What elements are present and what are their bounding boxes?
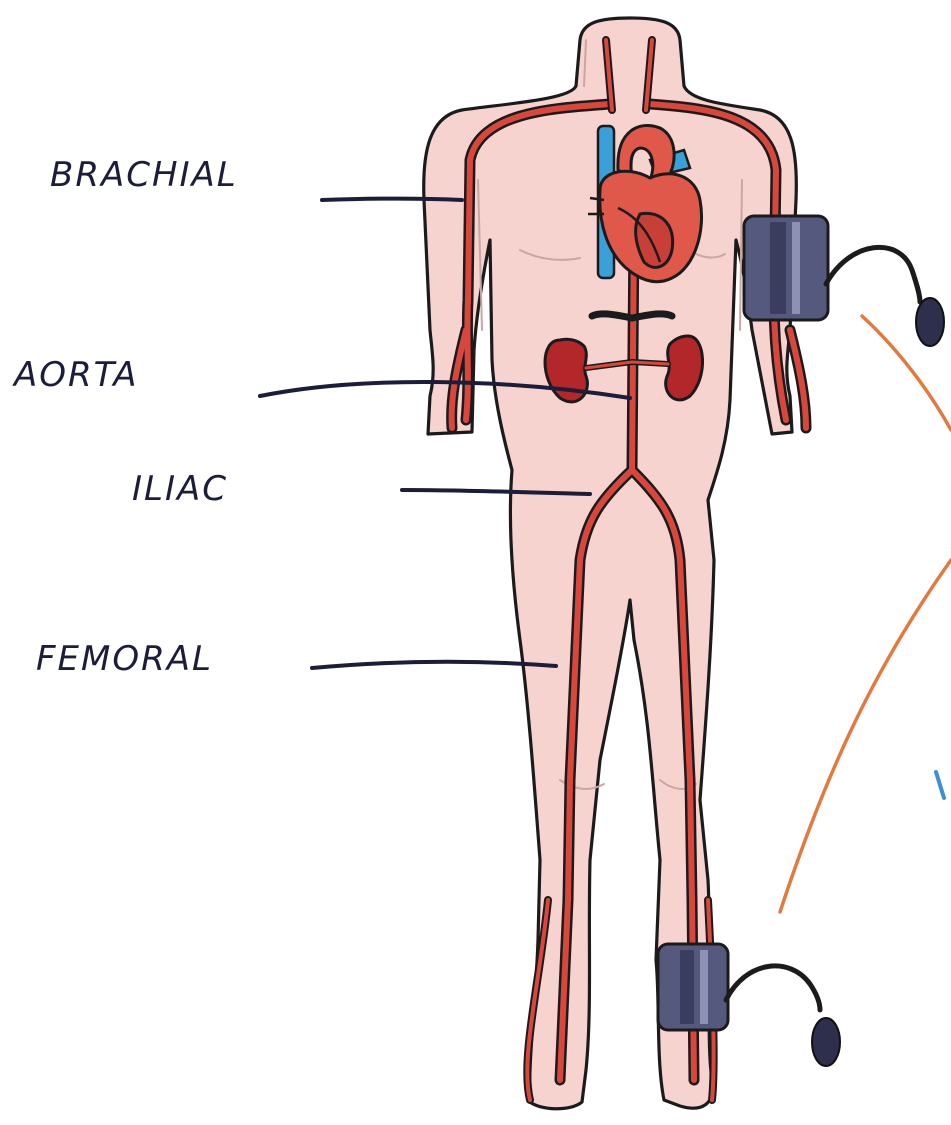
label-aorta: AORTA — [12, 355, 139, 395]
label-iliac: ILIAC — [132, 469, 228, 509]
brachial-leader — [322, 199, 462, 201]
pump-bulb-ankle — [812, 1018, 840, 1066]
label-brachial: BRACHIAL — [50, 155, 238, 195]
label-femoral: FEMORAL — [36, 639, 213, 679]
blue-pen-stroke — [936, 772, 944, 798]
pump-bulb-arm — [916, 298, 944, 346]
femoral-leader — [312, 662, 556, 668]
heart-icon — [588, 125, 702, 281]
